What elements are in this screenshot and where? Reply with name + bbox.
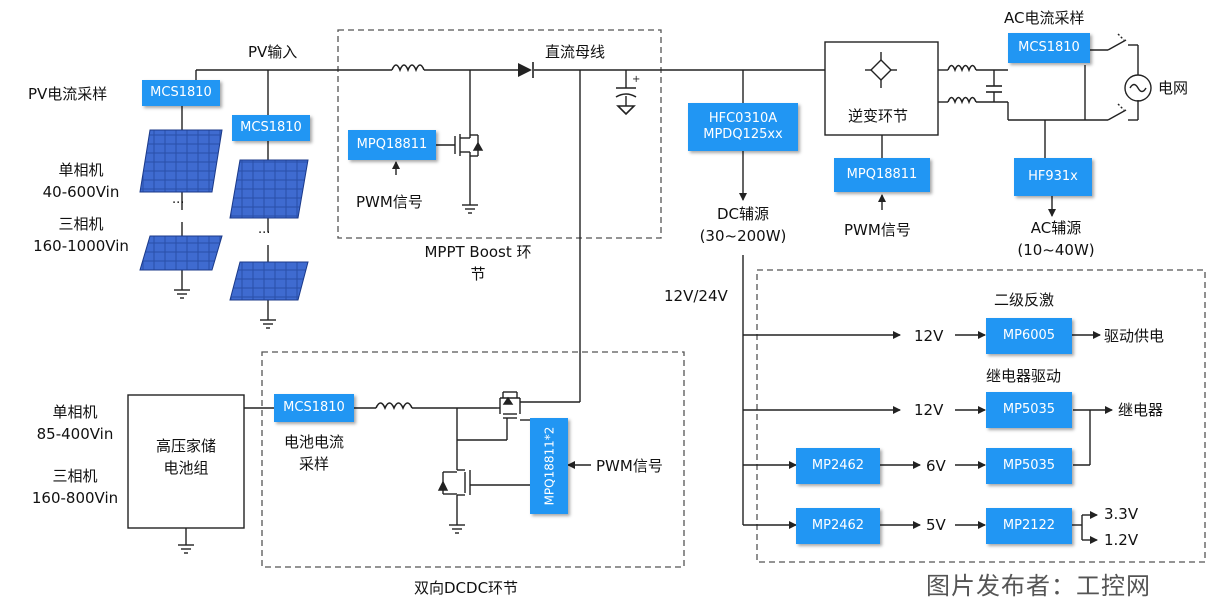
solar-panel-icon	[139, 129, 223, 193]
battery-ground-icon	[178, 544, 194, 554]
aux-power-section	[756, 269, 1206, 563]
drive-supply-label: 驱动供电	[1104, 327, 1165, 345]
pv-single-phase-range: 40-600Vin	[42, 183, 120, 201]
batt-three-phase-label: 三相机	[52, 467, 98, 485]
v12-24-label: 12V/24V	[664, 287, 728, 305]
pv-left-ground-icon	[174, 289, 190, 299]
pv-input-label: PV输入	[248, 43, 298, 61]
boost-mosfet-icon	[454, 130, 484, 160]
mpq18811-inverter-chip: MPQ18811	[834, 158, 930, 192]
v12-a-label: 12V	[914, 327, 944, 345]
solar-panel-icon	[139, 235, 223, 271]
mpq18811-boost-chip: MPQ18811	[348, 130, 436, 160]
dcdc-top-mosfet-icon	[497, 391, 521, 420]
batt-single-phase-range: 85-400Vin	[36, 425, 114, 443]
battery-current-sampling-2: 采样	[298, 455, 329, 473]
v3-3-label: 3.3V	[1104, 505, 1139, 523]
solar-panel-icon	[229, 261, 309, 301]
mpq18811x2-label: MPQ18811*2	[542, 426, 556, 506]
pv-three-phase-label: 三相机	[58, 215, 104, 233]
hf931x-chip: HF931x	[1014, 158, 1092, 196]
pwm-signal-inverter-label: PWM信号	[844, 221, 911, 239]
batt-three-phase-range: 160-800Vin	[31, 489, 119, 507]
mppt-boost-label-2: 节	[470, 265, 486, 283]
pwm-signal-dcdc-label: PWM信号	[596, 457, 663, 475]
batt-single-phase-label: 单相机	[52, 403, 98, 421]
dcdc-section	[261, 351, 685, 568]
mcs1810-ac-chip: MCS1810	[1008, 33, 1090, 63]
ac-capacitor-icon	[986, 85, 1002, 93]
relay-drive-label: 继电器驱动	[986, 367, 1062, 385]
pv-right-ground-icon	[260, 319, 276, 329]
solar-panel-icon	[229, 159, 309, 219]
dc-aux-range: (30~200W)	[699, 227, 787, 245]
pv-three-phase-range: 160-1000Vin	[33, 237, 129, 255]
battery-pack-label-2: 电池组	[163, 459, 209, 477]
ac-aux-range: (10~40W)	[1017, 241, 1095, 259]
mp5035-top-chip: MP5035	[986, 392, 1072, 428]
dc-bus-label: 直流母线	[545, 43, 606, 61]
ac-current-sampling-label: AC电流采样	[1004, 9, 1085, 27]
dcdc-ground-icon	[449, 524, 465, 534]
battery-pack-label-1: 高压家储	[155, 437, 216, 455]
bus-capacitor-icon: +	[615, 74, 640, 116]
grid-ac-source-icon	[1124, 74, 1152, 102]
relay-label: 继电器	[1118, 401, 1164, 419]
pv-left-dots: ···	[172, 196, 185, 211]
mp6005-chip: MP6005	[986, 318, 1072, 354]
battery-pack-box	[127, 394, 245, 529]
v1-2-label: 1.2V	[1104, 531, 1139, 549]
hfc0310a-label: HFC0310A	[708, 111, 778, 126]
ac-aux-label: AC辅源	[1030, 219, 1082, 237]
pv-single-phase-label: 单相机	[58, 161, 104, 179]
grid-label: 电网	[1158, 79, 1189, 97]
pwm-signal-boost-label: PWM信号	[356, 193, 423, 211]
diode-icon	[518, 62, 534, 78]
mppt-boost-section	[337, 29, 662, 239]
mppt-boost-label: MPPT Boost 环	[424, 243, 532, 261]
dc-aux-label: DC辅源	[716, 205, 770, 223]
mp2122-chip: MP2122	[986, 508, 1072, 544]
mcs1810-pv-right-chip: MCS1810	[232, 115, 310, 141]
v12-b-label: 12V	[914, 401, 944, 419]
inverter-label: 逆变环节	[848, 107, 909, 125]
mp2462-top-chip: MP2462	[796, 448, 880, 484]
boost-ground-icon	[462, 204, 478, 214]
secondary-flyback-label: 二级反激	[994, 291, 1055, 309]
inverter-bridge-icon	[865, 52, 897, 88]
boost-inductor-icon	[391, 64, 425, 73]
batt-inductor-icon	[375, 402, 413, 410]
mcs1810-pv-left-chip: MCS1810	[142, 80, 220, 106]
hfc0310a-chip: HFC0310A MPDQ125xx	[688, 103, 798, 151]
bidirectional-dcdc-label: 双向DCDC环节	[414, 579, 519, 597]
mp5035-bottom-chip: MP5035	[986, 448, 1072, 484]
v5-label: 5V	[926, 516, 946, 534]
battery-current-sampling-1: 电池电流	[283, 433, 344, 451]
pv-current-sampling-label: PV电流采样	[28, 85, 108, 103]
dcdc-bottom-mosfet-icon	[437, 469, 471, 496]
watermark: 图片发布者：工控网	[926, 572, 1151, 600]
pv-right-dots: ···	[258, 226, 271, 241]
mcs1810-battery-chip: MCS1810	[274, 394, 354, 422]
v6-label: 6V	[926, 457, 946, 475]
grid-relay-switch-icon	[1107, 33, 1127, 121]
mp2462-bottom-chip: MP2462	[796, 508, 880, 544]
ac-inductor-top-icon	[947, 64, 977, 73]
mpq18811x2-dcdc-chip: MPQ18811*2	[530, 418, 568, 514]
ac-inductor-bottom-icon	[947, 96, 977, 105]
svg-text:+: +	[632, 74, 640, 85]
mpdq125xx-label: MPDQ125xx	[703, 127, 783, 142]
